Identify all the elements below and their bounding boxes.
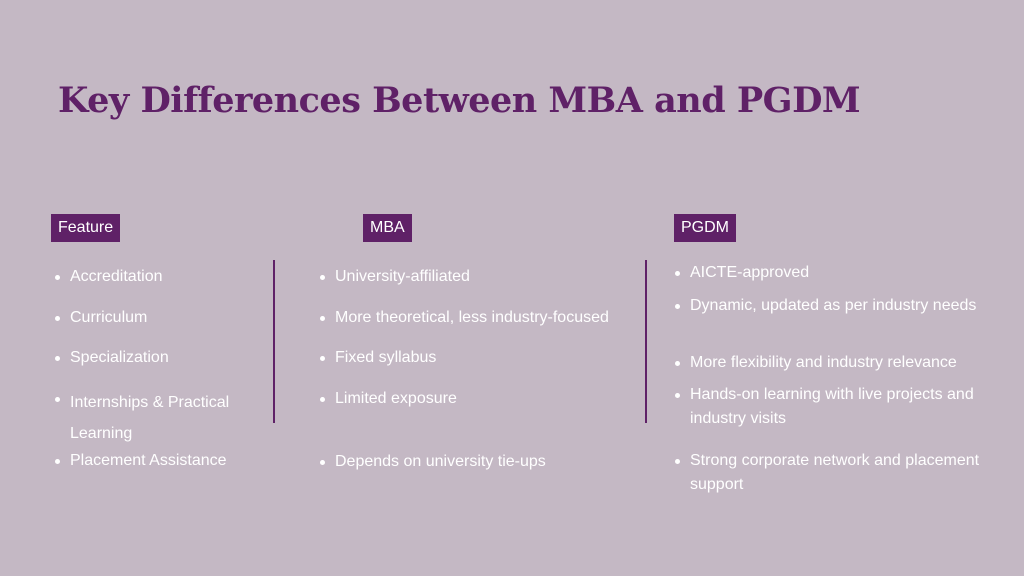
pgdm-column: PGDM	[672, 214, 992, 242]
pgdm-item-internships: Hands-on learning with live projects and…	[671, 383, 981, 431]
mba-item-placement: Depends on university tie-ups	[316, 450, 641, 474]
feature-column: Feature	[51, 214, 266, 242]
mba-item-specialization: Fixed syllabus	[316, 346, 641, 370]
mba-item-accreditation: University-affiliated	[316, 265, 641, 289]
pgdm-item-curriculum: Dynamic, updated as per industry needs	[671, 294, 981, 318]
pgdm-item-placement: Strong corporate network and placement s…	[671, 449, 981, 497]
column-divider-1	[273, 260, 275, 423]
mba-item-internships: Limited exposure	[316, 387, 641, 411]
feature-header: Feature	[51, 214, 121, 242]
feature-item-specialization: Specialization	[51, 346, 271, 370]
pgdm-item-specialization: More flexibility and industry relevance	[671, 351, 981, 375]
slide-title: Key Differences Between MBA and PGDM	[58, 80, 861, 121]
feature-item-placement: Placement Assistance	[51, 449, 271, 473]
mba-header: MBA	[363, 214, 412, 242]
column-divider-2	[645, 260, 647, 423]
feature-item-curriculum: Curriculum	[51, 306, 271, 330]
feature-item-accreditation: Accreditation	[51, 265, 271, 289]
mba-item-curriculum: More theoretical, less industry-focused	[316, 306, 641, 330]
pgdm-header: PGDM	[674, 214, 736, 242]
mba-column: MBA	[317, 214, 637, 242]
pgdm-item-accreditation: AICTE-approved	[671, 261, 981, 285]
feature-item-internships: Internships & Practical Learning	[51, 387, 271, 449]
